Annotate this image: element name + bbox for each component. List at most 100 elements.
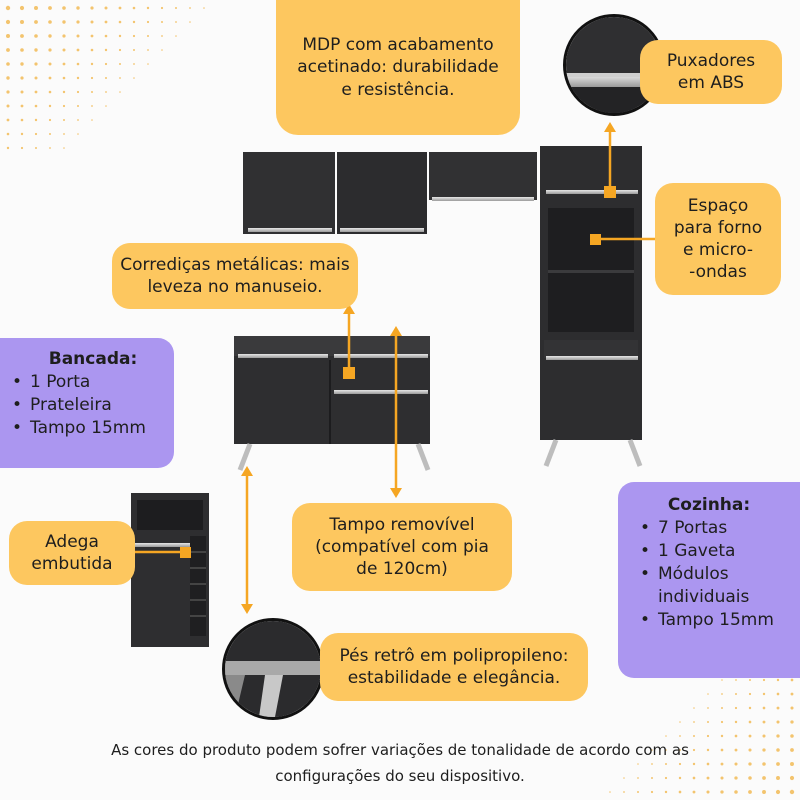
dot	[623, 791, 625, 793]
lower-cabinet	[234, 336, 431, 471]
cozinha-title: Cozinha:	[667, 495, 751, 515]
cozinha-list: •7 Portas •1 Gaveta •Módulos individuais…	[640, 517, 800, 632]
bullet-icon: •	[12, 371, 23, 392]
dot	[76, 76, 80, 80]
dot	[749, 679, 751, 681]
dot	[77, 133, 79, 135]
mdp-callout-line-2: acetinado: durabilidade	[297, 57, 499, 78]
dot	[678, 762, 682, 766]
dot	[651, 749, 653, 751]
dot	[776, 748, 780, 752]
dot	[679, 749, 681, 751]
legs-detail-image	[225, 621, 321, 717]
dot	[776, 734, 780, 738]
dot	[20, 20, 24, 24]
dot	[118, 20, 122, 24]
espaco-callout-line-4: -ondas	[689, 262, 747, 283]
dot	[6, 118, 10, 122]
dot	[776, 776, 780, 780]
dot	[20, 132, 24, 136]
dot	[119, 91, 121, 93]
espaco-callout-line-1: Espaço	[687, 195, 749, 216]
dot	[734, 776, 738, 780]
dot	[790, 720, 794, 724]
espaco-forno-callout: Espaço para forno e micro- -ondas	[655, 183, 781, 295]
dot	[147, 35, 149, 37]
dot	[175, 7, 177, 9]
dot	[119, 63, 121, 65]
dot	[790, 692, 794, 696]
dot	[692, 762, 696, 766]
dot	[90, 20, 94, 24]
dot	[706, 790, 710, 794]
bancada-item-3: Tampo 15mm	[30, 417, 146, 438]
pes-callout-line-1: Pés retrô em polipropileno:	[339, 645, 569, 666]
dot	[790, 678, 794, 682]
espaco-callout-line-2: para forno	[673, 217, 763, 238]
dot	[735, 693, 737, 695]
dot	[776, 762, 780, 766]
tampo-callout-line-3: de 120cm)	[356, 559, 448, 580]
dot	[692, 776, 696, 780]
dot	[118, 6, 122, 10]
dot	[762, 720, 766, 724]
dot	[735, 679, 737, 681]
dot	[34, 6, 38, 10]
list-item: •Tampo 15mm	[640, 609, 800, 632]
dot	[721, 679, 723, 681]
dot	[664, 790, 668, 794]
bancada-list: •1 Porta •Prateleira •Tampo 15mm	[12, 371, 174, 440]
bullet-icon: •	[640, 609, 651, 630]
dot	[62, 104, 66, 108]
pes-callout-line-2: estabilidade e elegância.	[347, 668, 561, 688]
dot	[76, 90, 80, 94]
list-item: •1 Gaveta	[640, 540, 800, 563]
dot	[62, 62, 66, 66]
bullet-icon: •	[640, 517, 651, 538]
dot	[189, 7, 191, 9]
bancada-item-2: Prateleira	[30, 394, 112, 415]
dot	[62, 34, 66, 38]
dot	[77, 119, 79, 121]
dot	[748, 706, 752, 710]
dot	[34, 20, 38, 24]
dot	[90, 34, 94, 38]
tall-tower	[540, 146, 643, 467]
dot	[637, 763, 639, 765]
dot	[62, 48, 66, 52]
dot	[720, 762, 724, 766]
dot	[651, 763, 653, 765]
dot	[34, 76, 38, 80]
dot	[678, 776, 682, 780]
dot	[790, 706, 794, 710]
bancada-panel: Bancada: •1 Porta •Prateleira •Tampo 15m…	[0, 338, 174, 468]
dot	[189, 21, 191, 23]
mdp-callout: MDP com acabamento acetinado: durabilida…	[276, 0, 520, 135]
dot	[48, 118, 52, 122]
list-item: •7 Portas	[640, 517, 800, 540]
dot	[679, 735, 681, 737]
dot	[76, 20, 80, 24]
dot	[789, 775, 795, 781]
dot	[19, 5, 25, 11]
dot	[20, 34, 24, 38]
dot	[651, 777, 653, 779]
dot	[692, 748, 696, 752]
corredicas-callout-line-2: leveza no manuseio.	[147, 277, 323, 297]
dot	[35, 147, 37, 149]
disclaimer-line-2: configurações do seu dispositivo.	[275, 766, 525, 785]
dot	[62, 6, 66, 10]
dot	[91, 105, 93, 107]
dot	[146, 6, 150, 10]
adega-callout-line-2: embutida	[31, 554, 113, 574]
dot	[118, 48, 122, 52]
dot	[665, 763, 667, 765]
dot	[63, 133, 65, 135]
bullet-icon: •	[12, 417, 23, 438]
dot	[34, 104, 38, 108]
dot	[104, 6, 108, 10]
dot	[6, 132, 10, 136]
dot	[6, 76, 10, 80]
list-item: • Tampo 15mm	[12, 417, 174, 440]
